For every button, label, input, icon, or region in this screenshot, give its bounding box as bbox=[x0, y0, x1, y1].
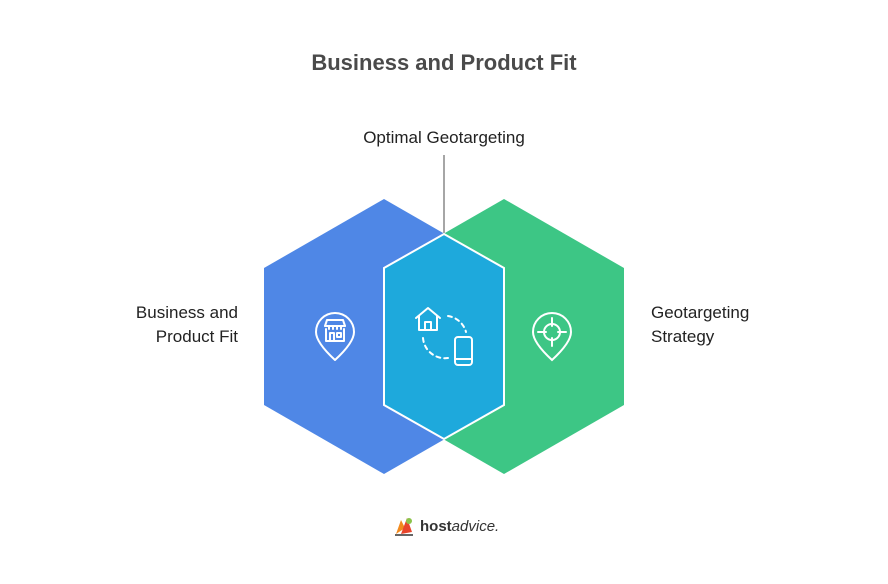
hostadvice-logo-icon bbox=[395, 518, 413, 536]
hostadvice-logo: hostadvice. bbox=[392, 514, 499, 538]
label-business-product-fit: Business and Product Fit bbox=[60, 301, 238, 349]
label-optimal-geotargeting: Optimal Geotargeting bbox=[363, 128, 525, 147]
label-right-line2: Strategy bbox=[651, 327, 715, 346]
store-location-icon bbox=[315, 312, 355, 361]
overlap-hexagon bbox=[383, 232, 505, 441]
page-title: Business and Product Fit bbox=[311, 50, 577, 75]
home-phone-sync-icon bbox=[415, 307, 473, 366]
label-left-line1: Business and bbox=[135, 303, 238, 322]
hostadvice-logo-text: hostadvice. bbox=[420, 518, 499, 535]
logo-text-rest: advice. bbox=[451, 517, 500, 535]
target-location-icon bbox=[531, 312, 573, 362]
logo-text-bold: host bbox=[420, 517, 452, 535]
label-right-line1: Geotargeting bbox=[651, 303, 750, 322]
label-left-line2: Product Fit bbox=[155, 327, 238, 346]
label-geotargeting-strategy: Geotargeting Strategy bbox=[651, 301, 851, 349]
